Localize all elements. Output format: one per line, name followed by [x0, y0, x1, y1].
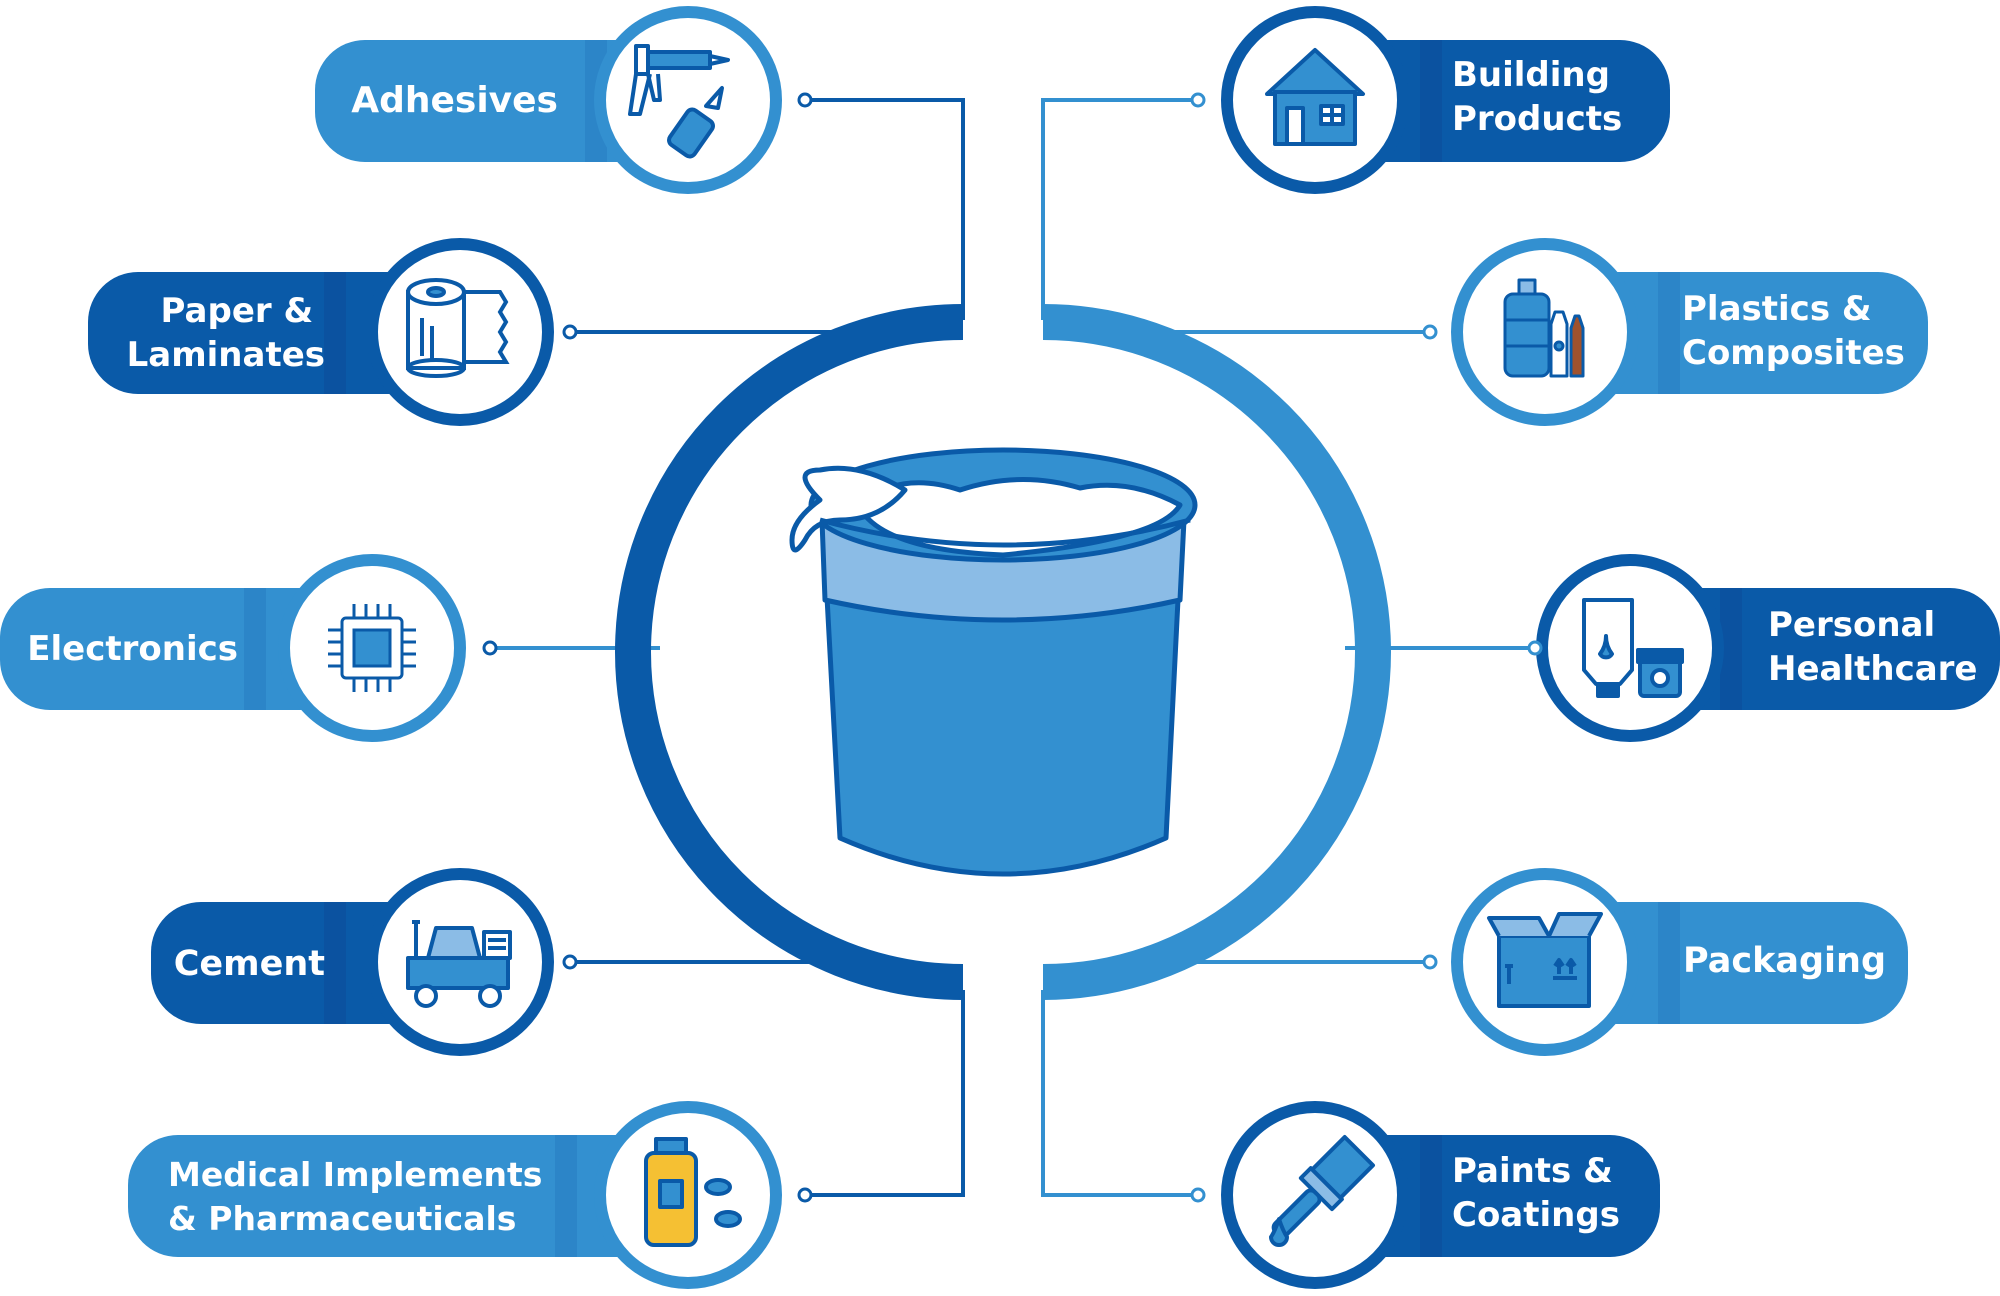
- microchip-icon: [328, 604, 416, 692]
- label-paints: Paints & Coatings: [1452, 1151, 1625, 1235]
- cardboard-box-icon: [1487, 912, 1603, 1008]
- connector-dots: [482, 92, 1543, 1203]
- label-plastics: Plastics & Composites: [1682, 289, 1905, 373]
- medicine-bottle-icon: [644, 1137, 742, 1247]
- pill-medical[interactable]: [128, 1135, 673, 1257]
- plastic-bottles-icon: [1503, 278, 1585, 378]
- connector-lines: [490, 98, 1535, 1197]
- label-building: Building Products: [1452, 55, 1622, 139]
- label-personal: Personal Healthcare: [1768, 605, 1978, 689]
- paper-roll-icon: [406, 278, 510, 378]
- glue-gun-icon: [628, 44, 730, 159]
- label-electronics: Electronics: [27, 629, 238, 669]
- label-medical: Medical Implements & Pharmaceuticals: [168, 1155, 554, 1238]
- bucket-icon: [789, 447, 1198, 877]
- label-adhesives: Adhesives: [351, 80, 558, 121]
- label-packaging: Packaging: [1683, 941, 1886, 981]
- label-paper: Paper & Laminates: [127, 291, 325, 375]
- labels: Adhesives Paper & Laminates Electronics …: [27, 55, 1977, 1238]
- central-ring: [615, 304, 1391, 1000]
- pill-electronics[interactable]: [0, 588, 350, 710]
- cosmetics-tube-icon: [1582, 598, 1684, 698]
- label-cement: Cement: [174, 944, 325, 984]
- house-icon: [1265, 48, 1365, 146]
- cement-mixer-icon: [406, 920, 512, 1008]
- paint-brush-icon: [1269, 1135, 1375, 1247]
